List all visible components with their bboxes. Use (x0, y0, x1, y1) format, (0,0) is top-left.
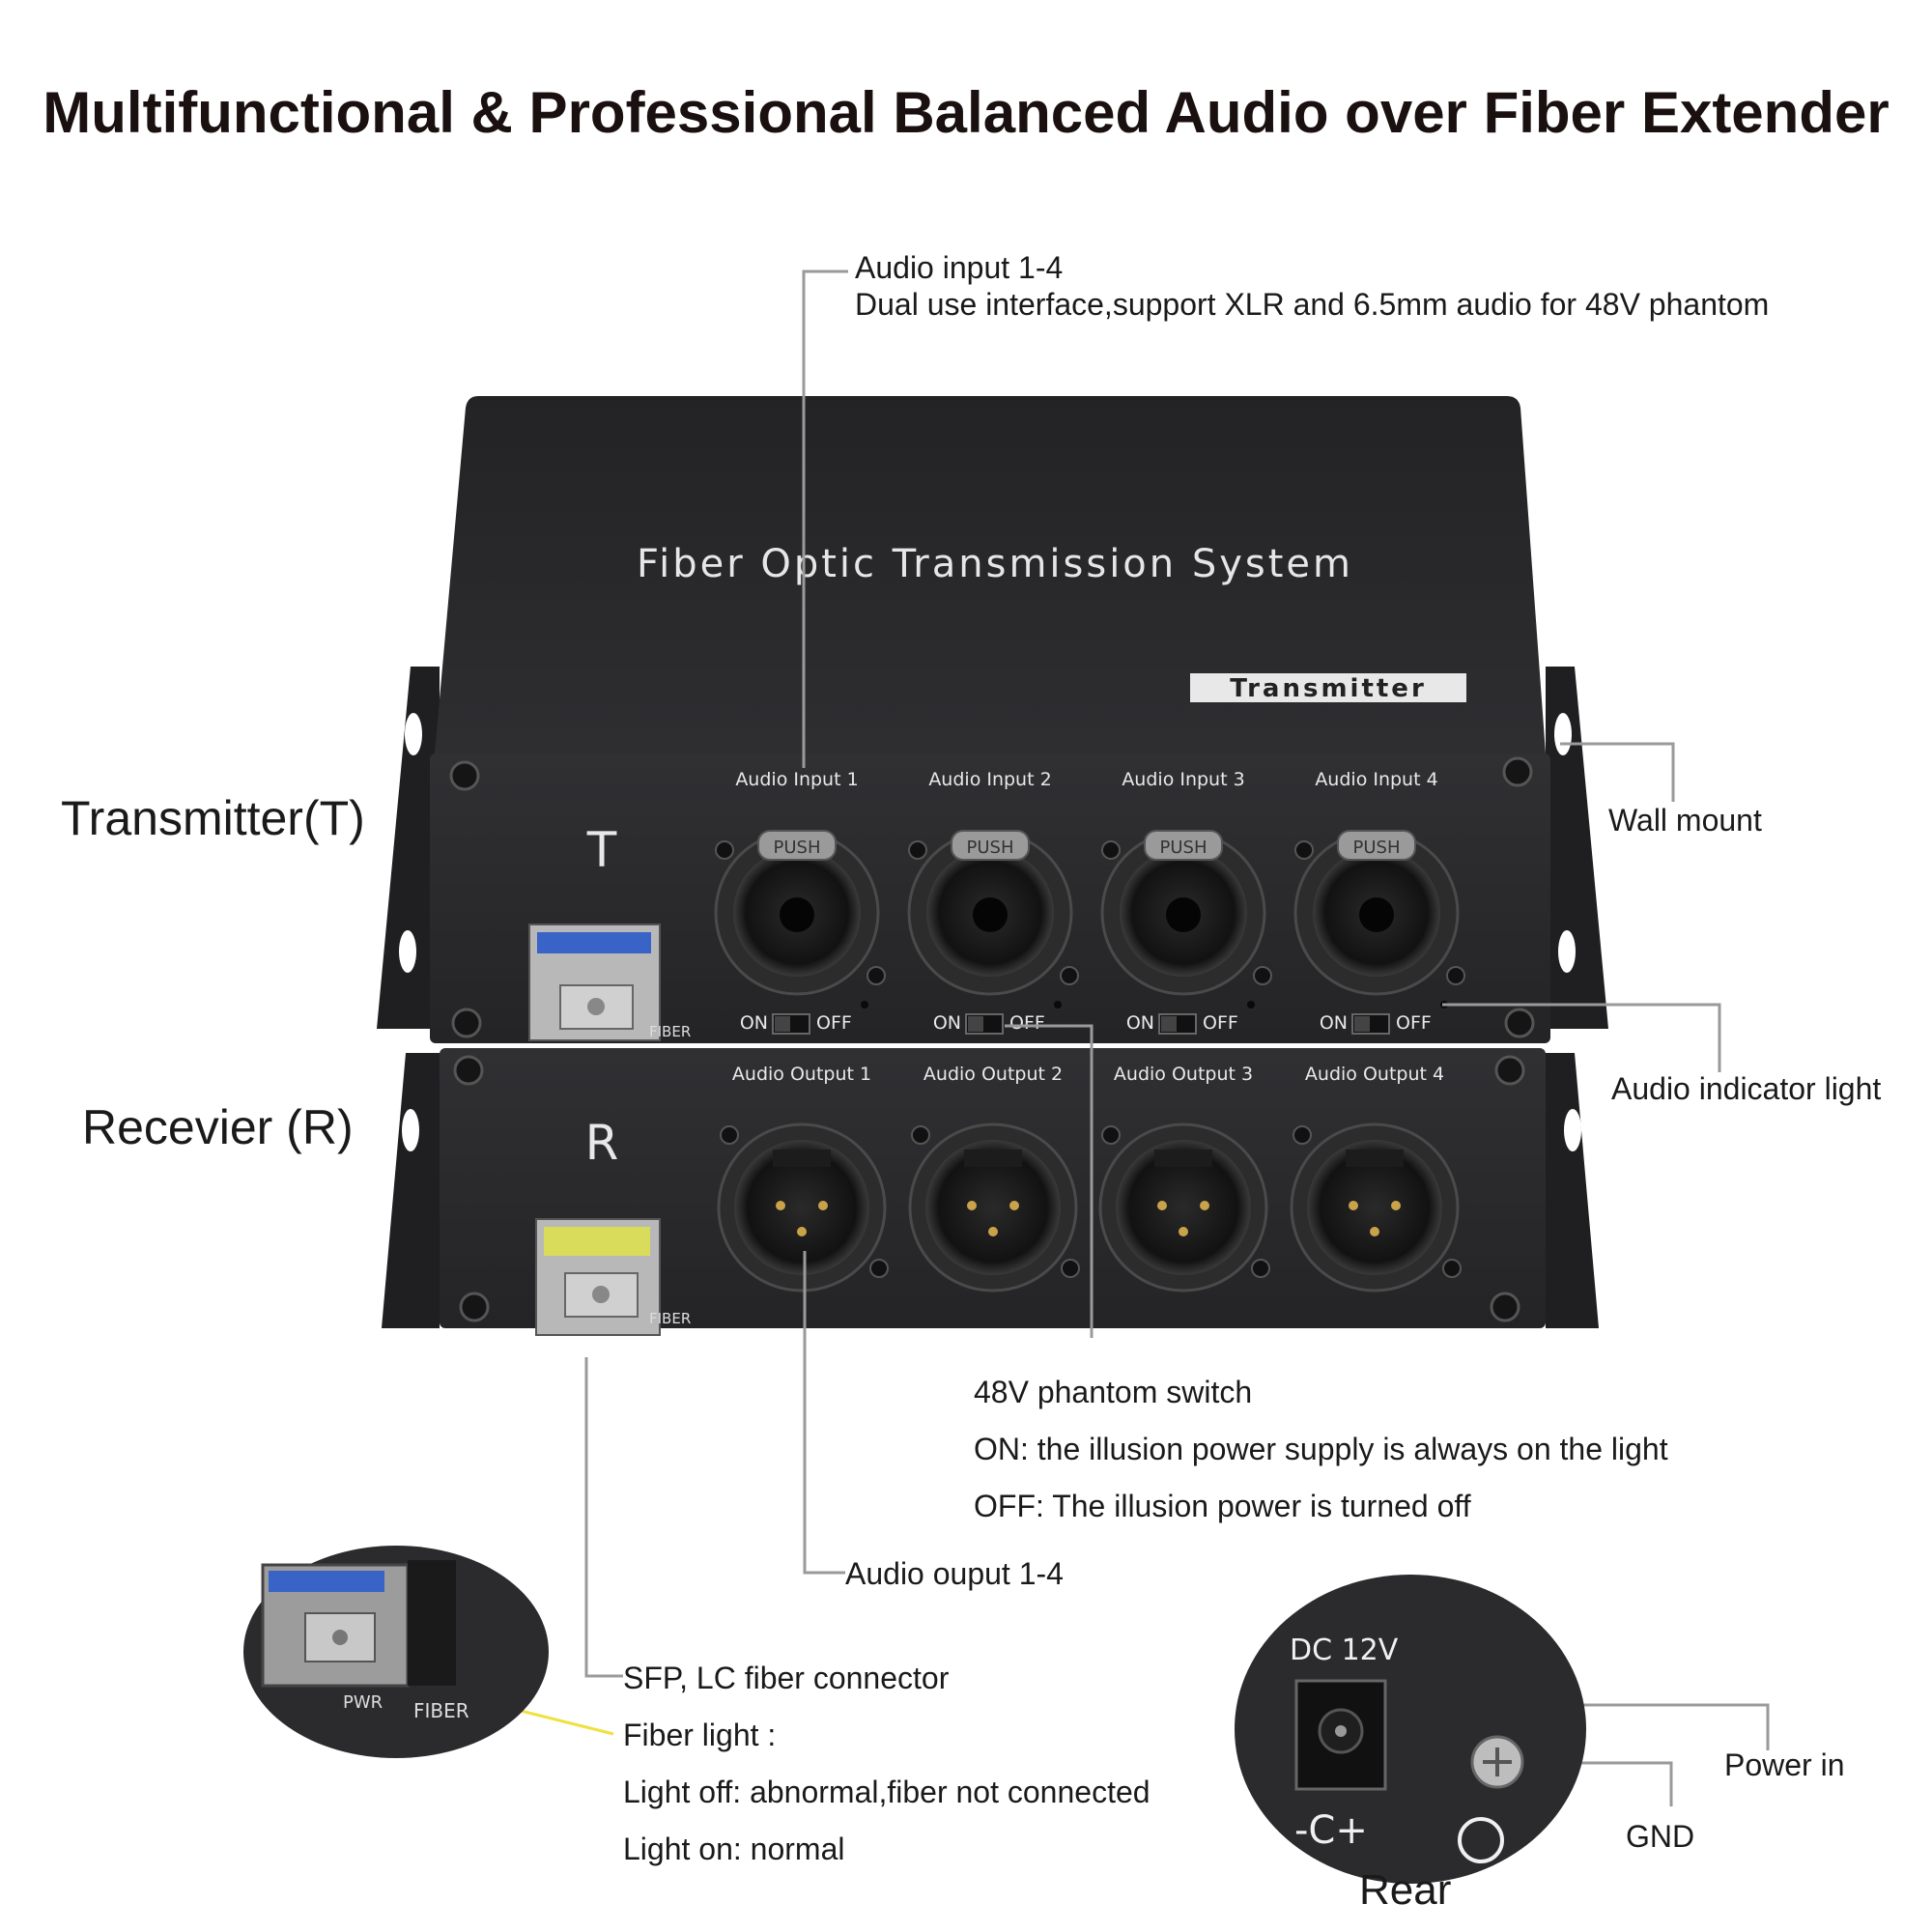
audio-input-jack-3[interactable]: Audio Input 3 PUSH (1100, 769, 1272, 996)
phantom-switch-off-label: OFF (816, 1012, 852, 1034)
audio-indicator-light-3 (1247, 1001, 1255, 1009)
audio-output-jack-4[interactable]: Audio Output 4 (1290, 1064, 1462, 1293)
receiver-sfp-module (535, 1218, 661, 1336)
leader-phantom-switch (1005, 1024, 1094, 1338)
audio-input-label: Audio Input 1 (735, 769, 858, 790)
transmitter-label: Transmitter(T) (61, 791, 365, 845)
transmitter-badge (1190, 673, 1466, 702)
page-title: Multifunctional & Professional Balanced … (43, 80, 1889, 145)
phantom-switch-off-label: OFF (1009, 1012, 1045, 1034)
leader-wall-mount (1560, 742, 1675, 802)
phantom-switch-1[interactable]: ON OFF (740, 1012, 852, 1035)
push-latch-label: PUSH (1353, 838, 1401, 858)
callout-phantom-title: 48V phantom switch (974, 1375, 1253, 1409)
transmitter-badge-text: Transmitter (1230, 674, 1427, 703)
audio-output-label: Audio Output 3 (1114, 1064, 1253, 1085)
phantom-switch-on-label: ON (740, 1012, 768, 1034)
audio-input-jack-1[interactable]: Audio Input 1 PUSH (714, 769, 886, 996)
callout-light-off: Light off: abnormal,fiber not connected (623, 1775, 1151, 1809)
callout-light-on: Light on: normal (623, 1832, 845, 1866)
phantom-switch-3[interactable]: ON OFF (1126, 1012, 1238, 1035)
leader-audio-indicator (1442, 1003, 1721, 1072)
phantom-switch-2[interactable]: ON OFF (933, 1012, 1045, 1035)
dc-input-label: DC 12V (1290, 1634, 1399, 1667)
push-latch[interactable] (1337, 830, 1416, 861)
phantom-switch-on-label: ON (933, 1012, 961, 1034)
phantom-switch-on-label: ON (1320, 1012, 1348, 1034)
audio-input-label: Audio Input 2 (928, 769, 1051, 790)
receiver-fiber-label: FIBER (649, 1310, 691, 1327)
audio-output-label: Audio Output 4 (1305, 1064, 1444, 1085)
leader-sfp (584, 1357, 623, 1678)
audio-input-label: Audio Input 4 (1315, 769, 1437, 790)
callout-audio-input-title: Audio input 1-4 (855, 250, 1064, 285)
audio-indicator-light-1 (861, 1001, 868, 1009)
push-latch-label: PUSH (967, 838, 1014, 858)
audio-output-jack-2[interactable]: Audio Output 2 (908, 1064, 1080, 1293)
transmitter-sfp-module (528, 923, 661, 1041)
push-latch[interactable] (1144, 830, 1223, 861)
audio-input-label: Audio Input 3 (1122, 769, 1244, 790)
push-latch-label: PUSH (774, 838, 821, 858)
leader-audio-input (802, 270, 848, 768)
ground-symbol-icon (1458, 1817, 1504, 1863)
transmitter-letter: T (586, 822, 617, 878)
push-latch-label: PUSH (1160, 838, 1208, 858)
callout-audio-input-desc: Dual use interface,support XLR and 6.5mm… (855, 287, 1770, 322)
push-latch[interactable] (951, 830, 1030, 861)
audio-input-jack-2[interactable]: Audio Input 2 PUSH (907, 769, 1079, 996)
inset-fiber-label: FIBER (413, 1699, 469, 1722)
push-latch[interactable] (757, 830, 837, 861)
phantom-switch-4[interactable]: ON OFF (1320, 1012, 1432, 1035)
phantom-switch-off-label: OFF (1203, 1012, 1238, 1034)
callout-fiber-light: Fiber light : (623, 1718, 777, 1752)
audio-output-label: Audio Output 1 (732, 1064, 871, 1085)
panel-screws (449, 756, 1535, 1322)
receiver-letter: R (585, 1115, 619, 1171)
transmitter-top-panel (435, 396, 1546, 753)
callout-power-in: Power in (1724, 1747, 1845, 1782)
callout-gnd: GND (1626, 1819, 1695, 1854)
device-top-text: Fiber Optic Transmission System (637, 542, 1353, 586)
callout-wall-mount: Wall mount (1608, 803, 1762, 838)
audio-output-jack-1[interactable]: Audio Output 1 (717, 1064, 889, 1293)
rear-label: Rear (1359, 1866, 1452, 1914)
callout-audio-indicator: Audio indicator light (1611, 1071, 1882, 1106)
audio-output-jack-3[interactable]: Audio Output 3 (1098, 1064, 1270, 1293)
wall-mount-brackets (377, 667, 1608, 1328)
callout-phantom-on: ON: the illusion power supply is always … (974, 1432, 1668, 1466)
audio-input-jack-4[interactable]: Audio Input 4 PUSH (1293, 769, 1465, 996)
audio-indicator-light-2 (1054, 1001, 1062, 1009)
transmitter-fiber-label: FIBER (649, 1023, 691, 1040)
phantom-switch-on-label: ON (1126, 1012, 1154, 1034)
dc-jack (1294, 1679, 1387, 1791)
phantom-switch-off-label: OFF (1396, 1012, 1432, 1034)
callout-audio-output: Audio ouput 1-4 (845, 1556, 1064, 1591)
audio-output-label: Audio Output 2 (923, 1064, 1063, 1085)
polarity-symbol: -C+ (1294, 1808, 1368, 1853)
leader-audio-output (803, 1251, 845, 1575)
callout-phantom-off: OFF: The illusion power is turned off (974, 1489, 1471, 1523)
inset-pwr-label: PWR (343, 1692, 383, 1713)
receiver-label: Recevier (R) (82, 1100, 354, 1154)
callout-sfp: SFP, LC fiber connector (623, 1661, 950, 1695)
